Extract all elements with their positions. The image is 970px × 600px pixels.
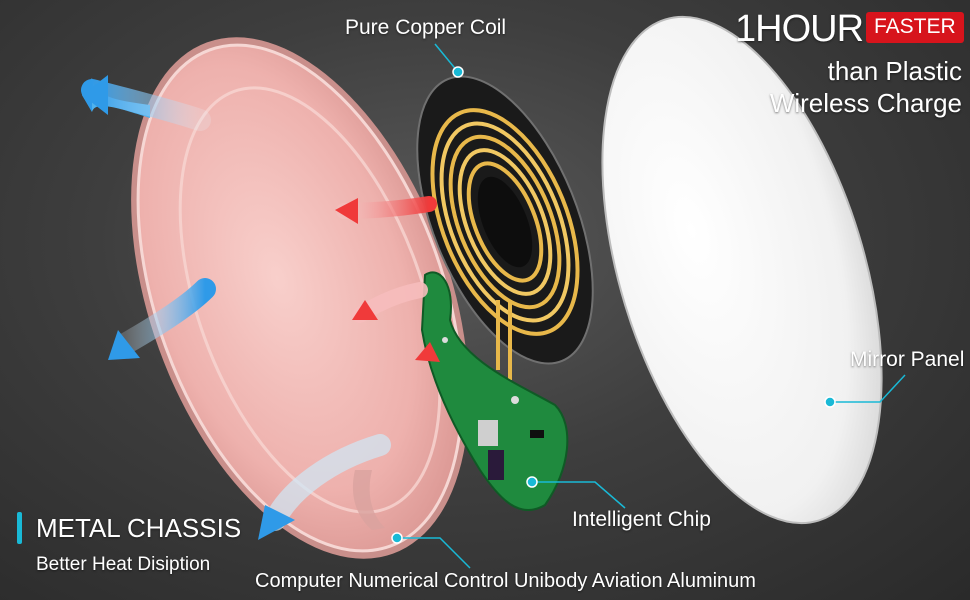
headline-comparison-line: than Plastic xyxy=(827,56,962,86)
copper-coil-label: Pure Copper Coil xyxy=(345,16,507,39)
heat-transfer-arrows xyxy=(335,196,440,362)
metal-chassis-disc xyxy=(131,37,469,559)
chassis-title: METAL CHASSIS xyxy=(36,513,242,543)
headline-duration: 1HOUR xyxy=(735,8,864,50)
chassis-subtitle: Better Heat Disiption xyxy=(36,554,211,575)
mirror-panel-label: Mirror Panel xyxy=(850,348,965,371)
heat-flow-arrows xyxy=(81,75,391,540)
aluminum-label: Computer Numerical Control Unibody Aviat… xyxy=(255,570,756,592)
headline-product-line: Wireless Charge xyxy=(769,88,962,118)
faster-badge: FASTER xyxy=(866,12,964,43)
callout-leaders xyxy=(391,43,906,569)
chassis-accent-bar xyxy=(17,512,22,544)
intelligent-chip-label: Intelligent Chip xyxy=(572,508,711,531)
intelligent-chip-pcb xyxy=(420,271,569,511)
mirror-panel xyxy=(601,15,883,525)
copper-coil xyxy=(416,75,594,380)
